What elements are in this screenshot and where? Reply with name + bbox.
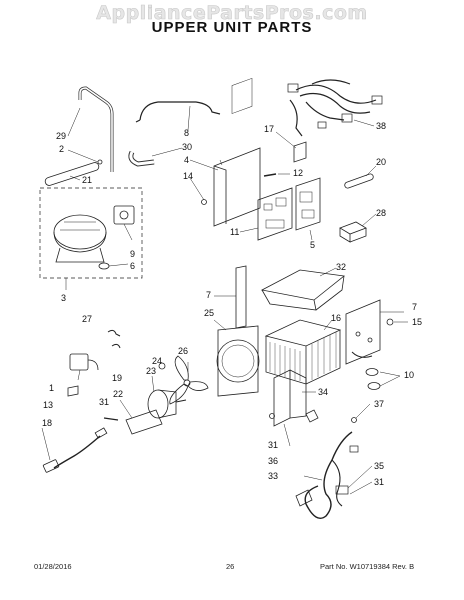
- callout-22: 22: [113, 389, 124, 399]
- part-elbow-30: [128, 147, 183, 167]
- compressor-group-3: [39, 187, 143, 290]
- callout-15: 15: [412, 317, 423, 327]
- callout-34: 34: [318, 387, 329, 397]
- part-motor-bracket-22: [103, 399, 163, 435]
- part-relay-28: [339, 213, 377, 243]
- footer-page-number: 26: [226, 562, 235, 571]
- callout-35: 35: [374, 461, 385, 471]
- callout-19: 19: [112, 373, 123, 383]
- part-fan-blade-24: [169, 355, 209, 405]
- part-condenser-16: [264, 319, 342, 385]
- callout-6: 6: [130, 261, 136, 271]
- part-control-board-11: [239, 187, 293, 241]
- part-drier-21: [44, 149, 103, 186]
- part-control-board-5: [295, 177, 321, 241]
- footer-part-number: Part No. W10719384 Rev. B: [320, 562, 415, 571]
- callout-5: 5: [310, 240, 316, 250]
- callout-38: 38: [376, 121, 387, 131]
- callout-31-mid: 31: [268, 440, 279, 450]
- callout-36: 36: [268, 456, 279, 466]
- callout-33: 33: [268, 471, 279, 481]
- callout-30: 30: [182, 142, 193, 152]
- callout-7-right: 7: [412, 302, 418, 312]
- callout-27: 27: [82, 314, 93, 324]
- callout-17: 17: [264, 124, 275, 134]
- part-tube-8: [135, 101, 221, 131]
- part-strip-7-left: [214, 265, 247, 329]
- part-capacitor-1: [67, 353, 99, 397]
- callout-25: 25: [204, 308, 215, 318]
- part-bracket-7-right: [345, 299, 408, 390]
- callout-9: 9: [130, 249, 136, 259]
- callout-16: 16: [331, 313, 342, 323]
- part-drip-tray-32: [260, 267, 345, 311]
- callout-3: 3: [61, 293, 67, 303]
- callout-2: 2: [59, 144, 65, 154]
- part-power-cord-18: [41, 427, 108, 473]
- callout-31-right: 31: [374, 477, 385, 487]
- callout-14: 14: [183, 171, 194, 181]
- callout-28: 28: [376, 208, 387, 218]
- part-heater-20: [344, 165, 377, 189]
- callout-12: 12: [293, 168, 304, 178]
- callout-32: 32: [336, 262, 347, 272]
- callout-24: 24: [152, 356, 163, 366]
- part-plate-17: [263, 131, 307, 177]
- part-bracket-34: [269, 369, 319, 427]
- callout-1: 1: [49, 383, 55, 393]
- callout-26: 26: [178, 346, 189, 356]
- callout-29: 29: [56, 131, 67, 141]
- callout-18: 18: [42, 418, 53, 428]
- callout-13: 13: [43, 400, 54, 410]
- callout-37: 37: [374, 399, 385, 409]
- part-capillary-tube-29: [67, 86, 114, 172]
- page-title: UPPER UNIT PARTS: [151, 19, 313, 36]
- callout-8: 8: [184, 128, 190, 138]
- callout-7-left: 7: [206, 290, 212, 300]
- callout-4: 4: [184, 155, 190, 165]
- part-wire-harness-38: [287, 79, 383, 137]
- callout-21: 21: [82, 175, 93, 185]
- footer-date: 01/28/2016: [34, 562, 72, 571]
- part-clip-27: [107, 329, 121, 349]
- part-bracket-4: [189, 77, 261, 227]
- part-wire-harness-33: [295, 403, 373, 519]
- callout-23: 23: [146, 366, 157, 376]
- callout-31-left: 31: [99, 397, 110, 407]
- callout-10: 10: [404, 370, 415, 380]
- part-fan-motor-23: [147, 362, 187, 419]
- callout-11: 11: [230, 227, 240, 237]
- watermark: AppliancePartsPros.com: [96, 2, 368, 25]
- leader-lines: [219, 159, 291, 447]
- part-fan-shroud-25: [213, 319, 260, 397]
- callout-20: 20: [376, 157, 387, 167]
